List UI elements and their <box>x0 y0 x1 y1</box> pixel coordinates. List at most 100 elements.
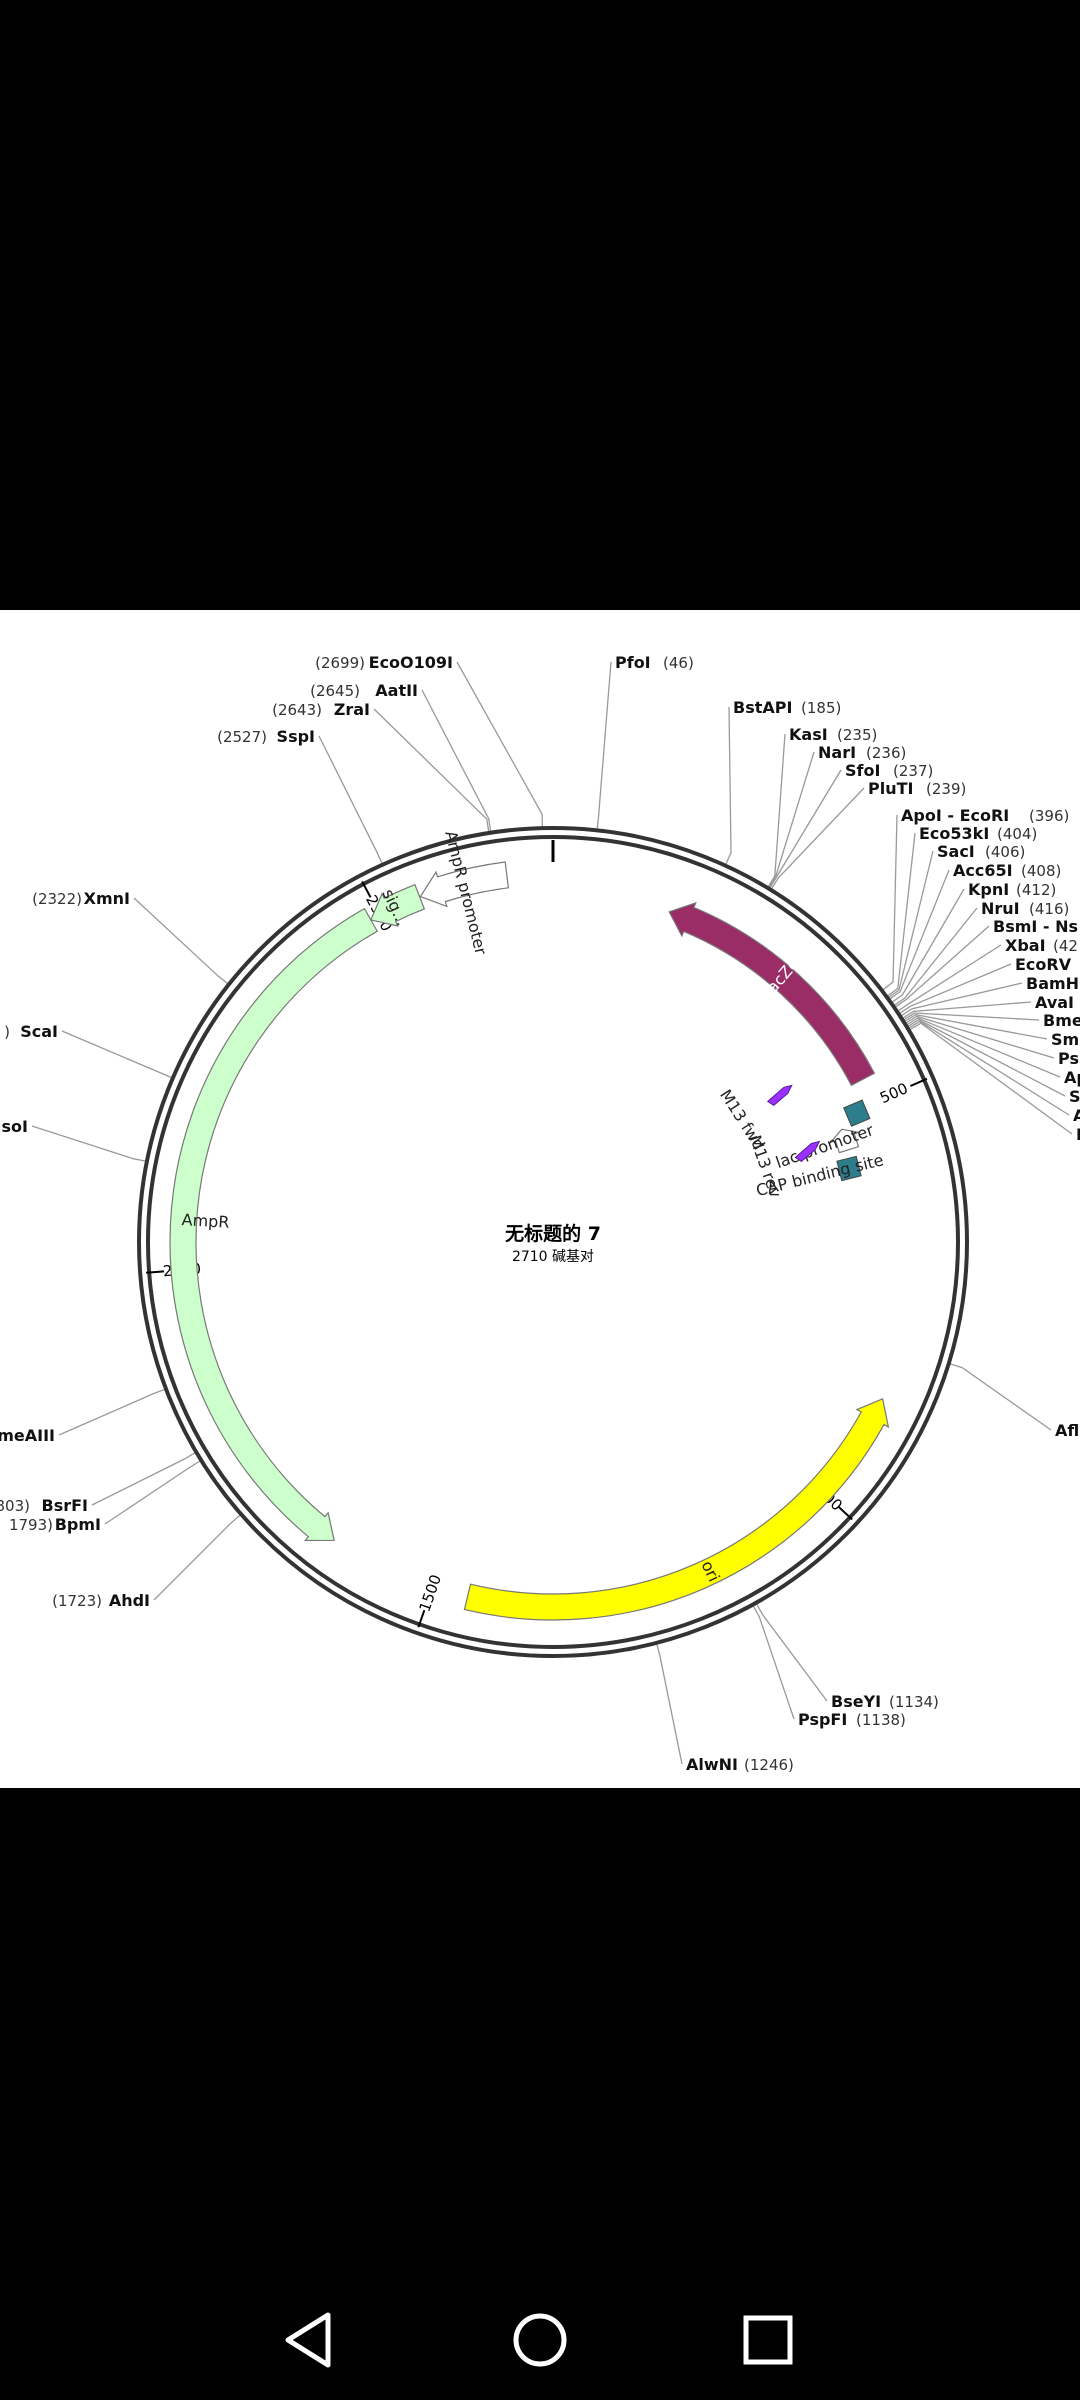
site-name: NarI <box>818 743 856 762</box>
site-name: NruI <box>981 899 1020 918</box>
site-position: (236) <box>866 744 906 762</box>
site-leader <box>770 787 865 891</box>
site-leader <box>908 1022 1073 1135</box>
tick-mark <box>838 1506 853 1521</box>
site-leader <box>421 689 492 833</box>
site-avai: AvaI <box>1035 993 1074 1012</box>
site-eco53ki: Eco53kI(404) <box>919 824 1037 843</box>
site-sspi: SspI(2527) <box>217 727 315 746</box>
site-name: Bme <box>1043 1011 1080 1030</box>
site-aatii: AatII(2645) <box>310 681 418 700</box>
site-position: (1723) <box>52 1592 102 1610</box>
site-name: KpnI <box>968 880 1009 899</box>
site-position: (1246) <box>744 1756 794 1774</box>
site-name: BsmI - Ns <box>993 917 1078 936</box>
site-bsrfi: BsrFI 803) <box>0 1496 88 1515</box>
site-position: (406) <box>985 843 1025 861</box>
site-name: Eco53kI <box>919 824 989 843</box>
site-position: (237) <box>893 762 933 780</box>
home-button[interactable] <box>490 2290 590 2390</box>
site-leader-lines <box>31 661 1073 1765</box>
site-leader <box>767 751 815 889</box>
site-leader <box>61 1030 174 1079</box>
site-name: Acc65I <box>953 861 1013 880</box>
site-leader <box>896 944 1002 1013</box>
tick-mark <box>361 880 372 898</box>
site-leader <box>768 769 842 890</box>
site-name: ApoI - EcoRI <box>901 806 1009 825</box>
site-position: (1134) <box>889 1693 939 1711</box>
site-position: (2645) <box>310 682 360 700</box>
site-bsmi-ns: BsmI - Ns <box>993 917 1078 936</box>
site-name: EcoO109I <box>369 653 453 672</box>
site-leader <box>755 1602 828 1702</box>
site-ecorv: EcoRV <box>1015 955 1072 974</box>
site-nrui: NruI (416) <box>981 899 1069 918</box>
site-leader <box>898 963 1012 1015</box>
site-position: (416) <box>1029 900 1069 918</box>
site-position: (396) <box>1029 807 1069 825</box>
site-position: (46) <box>663 654 694 672</box>
site-afliii: Afl <box>1055 1421 1079 1440</box>
back-button[interactable] <box>258 2290 358 2390</box>
site-zrai: ZraI(2643) <box>272 700 370 719</box>
site-kpni: KpnI (412) <box>968 880 1056 899</box>
site-i: I <box>1076 1125 1080 1144</box>
site-name: BstAPI <box>733 698 792 717</box>
site-position: ) <box>4 1023 10 1041</box>
site-ps: Ps <box>1058 1049 1079 1068</box>
site-position: 803) <box>0 1497 30 1515</box>
site-leader <box>456 661 544 829</box>
site-bstapi: BstAPI(185) <box>733 698 841 717</box>
site-leader <box>948 1362 1052 1431</box>
site-name: BsrFI <box>42 1496 89 1515</box>
site-ahdi: AhdI(1723) <box>52 1591 150 1610</box>
recents-button[interactable] <box>718 2290 818 2390</box>
site-leader <box>596 661 612 831</box>
site-labels: EcoO109I(2699)PfoI(46)AatII(2645)ZraI(26… <box>0 653 1080 1774</box>
site-bamh: BamH <box>1026 974 1079 993</box>
site-name: BamH <box>1026 974 1079 993</box>
site-bseyi: BseYI(1134) <box>831 1692 939 1711</box>
feature-ori: ori <box>463 1397 890 1621</box>
site-psoi: soI <box>2 1117 28 1136</box>
tick-mark <box>910 1077 928 1087</box>
site-pfoi: PfoI(46) <box>615 653 694 672</box>
site-position: (412) <box>1016 881 1056 899</box>
site-leader <box>907 1020 1070 1116</box>
site-xmni: XmnI(2322) <box>32 889 130 908</box>
site-leader <box>901 1001 1032 1020</box>
feature-ampr: AmpR <box>169 907 379 1542</box>
site-leader <box>31 1125 148 1163</box>
site-leader <box>904 1015 1055 1059</box>
site-leader <box>318 735 384 865</box>
site-leader <box>903 1013 1048 1040</box>
site-name: I <box>1076 1125 1080 1144</box>
site-leader <box>890 888 965 1004</box>
back-triangle-icon <box>285 2312 331 2368</box>
backbone <box>137 826 969 1658</box>
site-position: (42 <box>1053 937 1078 955</box>
site-name: SfoI <box>845 761 880 780</box>
site-bmeaiii: meAIII <box>0 1426 55 1445</box>
site-name: ZraI <box>334 700 370 719</box>
tick-label: 500 <box>877 1079 910 1107</box>
recents-square-icon <box>743 2315 793 2365</box>
site-name: EcoRV <box>1015 955 1072 974</box>
site-ap: Ap <box>1064 1068 1080 1087</box>
plasmid-center-label: 无标题的 7 2710 碱基对 <box>505 1222 601 1265</box>
site-name: Ps <box>1058 1049 1079 1068</box>
site-name: Sm <box>1051 1030 1079 1049</box>
site-name: S <box>1069 1087 1080 1106</box>
home-circle-icon <box>513 2313 567 2367</box>
site-position: (2322) <box>32 890 82 908</box>
site-position: (1138) <box>856 1711 906 1729</box>
site-a: A <box>1073 1106 1080 1125</box>
site-name: PluTI <box>868 779 913 798</box>
site-leader <box>881 814 898 992</box>
site-leader <box>899 982 1023 1017</box>
feature-ampr-promoter: AmpR promoter <box>419 829 510 957</box>
site-name: KasI <box>789 725 828 744</box>
